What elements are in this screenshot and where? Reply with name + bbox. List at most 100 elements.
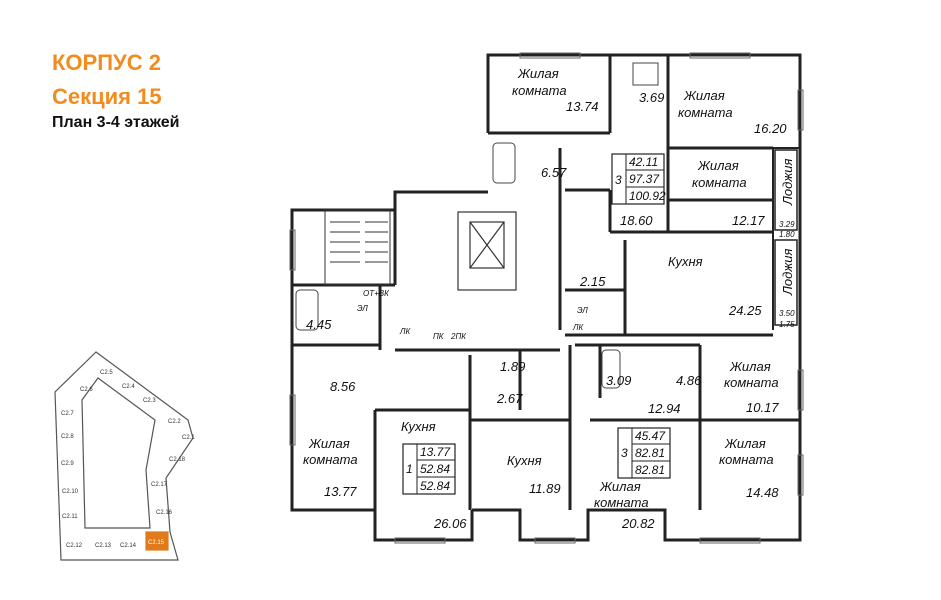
svg-text:3: 3 xyxy=(621,446,628,460)
building-title: КОРПУС 2 xyxy=(52,50,161,75)
pk-mark: ПК xyxy=(433,332,445,341)
living-room-label: Жилая xyxy=(683,88,725,103)
area-label: 24.25 xyxy=(728,303,762,318)
area-label: 10.17 xyxy=(746,400,779,415)
area-label: 13.77 xyxy=(324,484,357,499)
el-mark: ЭЛ xyxy=(357,304,368,313)
area-label: 3.69 xyxy=(639,90,664,105)
loggia-label: Лоджия xyxy=(780,248,795,296)
apartment-box-2: 1 13.77 52.84 52.84 xyxy=(402,443,456,495)
area-label: 2.15 xyxy=(579,274,606,289)
svg-text:82.81: 82.81 xyxy=(635,446,665,460)
loggia-area: 3.29 xyxy=(779,220,795,229)
room-labels: Жилая комната Жилая комната Жилая комнат… xyxy=(303,66,795,510)
pk2-mark: 2ПК xyxy=(450,332,467,341)
keyplan-label-active: С2.15 xyxy=(148,540,165,546)
svg-text:1: 1 xyxy=(406,462,413,476)
windows xyxy=(289,52,804,544)
apartment-box-3: 3 45.47 82.81 82.81 xyxy=(617,427,671,479)
key-plan-active-section xyxy=(145,531,169,551)
room-areas: 13.74 3.69 16.20 6.57 18.60 12.17 2.15 2… xyxy=(306,90,795,531)
svg-text:82.81: 82.81 xyxy=(635,463,665,477)
keyplan-label: С2.1 xyxy=(182,435,195,441)
kitchen-label: Кухня xyxy=(668,254,703,269)
area-label: 8.56 xyxy=(330,379,356,394)
keyplan-label: С2.4 xyxy=(122,384,135,390)
living-room-label: Жилая xyxy=(308,436,350,451)
area-label: 4.86 xyxy=(676,373,702,388)
keyplan-label: С2.2 xyxy=(168,419,181,425)
loggia-area: 3.50 xyxy=(779,309,795,318)
loggias xyxy=(774,149,798,326)
living-room-label: комната xyxy=(692,175,747,190)
area-label: 26.06 xyxy=(433,516,467,531)
svg-text:97.37: 97.37 xyxy=(629,172,660,186)
keyplan-label: С2.7 xyxy=(61,411,74,417)
area-label: 12.17 xyxy=(732,213,765,228)
area-label: 4.45 xyxy=(306,317,332,332)
svg-text:100.92: 100.92 xyxy=(629,189,666,203)
plan-title: План 3-4 этажей xyxy=(52,114,180,131)
staircase xyxy=(324,209,391,286)
area-label: 11.89 xyxy=(529,481,561,496)
keyplan-label: С2.5 xyxy=(100,370,113,376)
key-plan-inner xyxy=(81,377,156,529)
living-room-label: Жилая xyxy=(599,479,641,494)
apartment-box-1: 3 42.11 97.37 100.92 xyxy=(611,153,666,205)
loggia-area: 1.75 xyxy=(779,320,795,329)
keyplan-label: С2.3 xyxy=(143,398,156,404)
area-label: 14.48 xyxy=(746,485,779,500)
svg-text:52.84: 52.84 xyxy=(420,479,450,493)
walls xyxy=(290,53,802,542)
key-plan-outline xyxy=(54,351,194,561)
bathtubs xyxy=(295,62,659,389)
keyplan-label: С2.13 xyxy=(95,543,112,549)
living-room-label: комната xyxy=(303,452,358,467)
technical-marks: ОТ+ВК ЭЛ ЛК ПК 2ПК ЭЛ ЛК xyxy=(357,289,588,341)
svg-text:3: 3 xyxy=(615,173,622,187)
kitchen-label: Кухня xyxy=(401,419,436,434)
elevator xyxy=(457,211,517,291)
section-title: Секция 15 xyxy=(52,84,162,109)
area-label: 16.20 xyxy=(754,121,787,136)
living-room-label: комната xyxy=(719,452,774,467)
area-label: 13.74 xyxy=(566,99,599,114)
svg-text:52.84: 52.84 xyxy=(420,462,450,476)
keyplan-label: С2.11 xyxy=(62,514,78,520)
living-room-label: комната xyxy=(512,83,567,98)
keyplan-label: С2.18 xyxy=(169,457,186,463)
area-label: 18.60 xyxy=(620,213,653,228)
key-plan xyxy=(54,351,194,561)
living-room-label: Жилая xyxy=(517,66,559,81)
living-room-label: Жилая xyxy=(724,436,766,451)
svg-text:42.11: 42.11 xyxy=(629,155,658,169)
keyplan-label: С2.8 xyxy=(61,434,74,440)
keyplan-label: С2.17 xyxy=(151,482,168,488)
living-room-label: комната xyxy=(678,105,733,120)
keyplan-label: С2.14 xyxy=(120,543,137,549)
area-label: 20.82 xyxy=(621,516,655,531)
living-room-label: комната xyxy=(724,375,779,390)
lk-mark: ЛК xyxy=(572,323,584,332)
ot-vk-mark: ОТ+ВК xyxy=(363,289,390,298)
area-label: 1.89 xyxy=(500,359,525,374)
keyplan-label: С2.9 xyxy=(61,461,74,467)
keyplan-label: С2.16 xyxy=(156,510,173,516)
keyplan-label: С2.10 xyxy=(62,489,79,495)
loggia-area: 1.80 xyxy=(779,230,795,239)
loggia-label: Лоджия xyxy=(780,158,795,206)
area-label: 6.57 xyxy=(541,165,567,180)
area-label: 2.67 xyxy=(496,391,523,406)
area-label: 3.09 xyxy=(606,373,631,388)
kitchen-label: Кухня xyxy=(507,453,542,468)
el-mark: ЭЛ xyxy=(577,306,588,315)
lk-mark: ЛК xyxy=(399,327,411,336)
living-room-label: Жилая xyxy=(729,359,771,374)
living-room-label: Жилая xyxy=(697,158,739,173)
keyplan-label: С2.6 xyxy=(80,387,93,393)
key-plan-labels: С2.1 С2.2 С2.3 С2.4 С2.5 С2.6 С2.7 С2.8 … xyxy=(61,370,195,549)
living-room-label: комната xyxy=(594,495,649,510)
svg-text:13.77: 13.77 xyxy=(420,445,451,459)
area-label: 12.94 xyxy=(648,401,681,416)
